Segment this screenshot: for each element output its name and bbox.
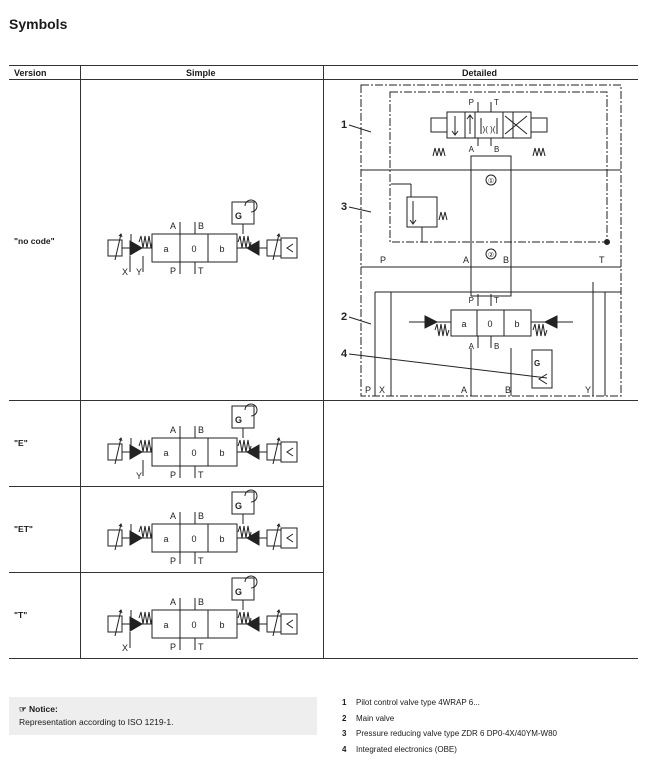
port-a-label: A (170, 511, 176, 521)
notice-box: ☞ Notice: Representation according to IS… (9, 697, 317, 735)
junction-dot (604, 239, 610, 245)
obe-letter: G (235, 501, 242, 511)
bottom-port-a: A (461, 385, 467, 395)
port-b-label: B (198, 425, 204, 435)
notice-text: Representation according to ISO 1219-1. (19, 717, 174, 727)
version-label-no-code: "no code" (14, 236, 55, 246)
pilot-port-b: B (494, 145, 499, 154)
position-a-label: a (163, 244, 168, 254)
header-version: Version (14, 68, 47, 78)
obe-letter: G (235, 415, 242, 425)
port-y-label: Y (136, 471, 142, 481)
row-divider-3 (9, 572, 324, 573)
column-divider-version (80, 65, 81, 659)
simple-symbol-no-code: A B a 0 b P T X Y G (107, 199, 298, 277)
position-b-label: b (219, 244, 224, 254)
pilot-port-a: A (469, 145, 475, 154)
pilot-port-t: T (494, 98, 499, 107)
main-port-b: B (494, 342, 499, 351)
mid-port-p: P (380, 255, 386, 265)
bottom-port-y: Y (585, 385, 591, 395)
position-a-label: a (163, 534, 168, 544)
position-a-label: a (163, 620, 168, 630)
port-a-label: A (170, 425, 176, 435)
version-label-t: "T" (14, 610, 28, 620)
position-0-label: 0 (191, 620, 196, 630)
pilot-port-p: P (469, 98, 474, 107)
port-p-label: P (170, 470, 176, 480)
circle-1-marker (485, 174, 497, 186)
header-detailed: Detailed (462, 68, 498, 78)
port-b-label: B (198, 511, 204, 521)
column-divider-simple (323, 65, 324, 659)
version-label-e: "E" (14, 438, 28, 448)
port-t-label: T (198, 470, 204, 480)
port-p-label: P (170, 642, 176, 652)
simple-symbol-e: A B a 0 b P T Y G (107, 403, 298, 481)
bottom-port-b: B (505, 385, 511, 395)
port-y-label: Y (136, 267, 142, 277)
bottom-port-p: P (365, 385, 371, 395)
circle-2-marker (485, 248, 497, 260)
port-t-label: T (198, 556, 204, 566)
position-0-label: 0 (191, 244, 196, 254)
port-p-label: P (170, 266, 176, 276)
position-b-label: b (219, 534, 224, 544)
position-a-label: a (163, 448, 168, 458)
callout-4: 4 (341, 348, 348, 360)
simple-symbol-t: A B a 0 b P T X G (107, 575, 298, 653)
main-port-a: A (469, 342, 475, 351)
simple-symbol-et: A B a 0 b P T G (107, 489, 298, 566)
main-position-b: b (514, 319, 519, 329)
port-b-label: B (198, 597, 204, 607)
main-port-p: P (469, 296, 474, 305)
position-b-label: b (219, 448, 224, 458)
obe-letter: G (235, 587, 242, 597)
obe-letter: G (235, 211, 242, 221)
port-b-label: B (198, 221, 204, 231)
port-x-label: X (122, 267, 128, 277)
circle-1-label: ① (488, 177, 494, 185)
main-position-0: 0 (487, 319, 492, 329)
port-t-label: T (198, 642, 204, 652)
callout-1: 1 (341, 119, 347, 131)
mid-port-a: A (463, 255, 469, 265)
row-divider-1 (9, 400, 638, 401)
notice-title: ☞ Notice: (19, 704, 58, 714)
main-position-a: a (461, 319, 466, 329)
port-t-label: T (198, 266, 204, 276)
port-p-label: P (170, 556, 176, 566)
position-0-label: 0 (191, 448, 196, 458)
callout-3: 3 (341, 201, 347, 213)
detailed-obe-letter: G (534, 359, 540, 368)
port-x-label: X (122, 643, 128, 653)
pointing-hand-icon: ☞ (19, 704, 29, 714)
version-label-et: "ET" (14, 524, 33, 534)
page-title: Symbols (9, 16, 68, 32)
port-a-label: A (170, 597, 176, 607)
main-port-t: T (494, 296, 499, 305)
bottom-port-x: X (379, 385, 385, 395)
callout-2: 2 (341, 311, 347, 323)
position-0-label: 0 (191, 534, 196, 544)
mid-port-t: T (599, 255, 605, 265)
pilot-center-marks: )( )( (483, 125, 496, 134)
mid-port-b: B (503, 255, 509, 265)
header-simple: Simple (186, 68, 216, 78)
detailed-symbol: 1 3 2 4 P T )( )( A B ① ② P A B T P T a … (341, 84, 622, 397)
position-b-label: b (219, 620, 224, 630)
port-a-label: A (170, 221, 176, 231)
circle-2-label: ② (488, 251, 494, 259)
row-divider-2 (9, 486, 324, 487)
